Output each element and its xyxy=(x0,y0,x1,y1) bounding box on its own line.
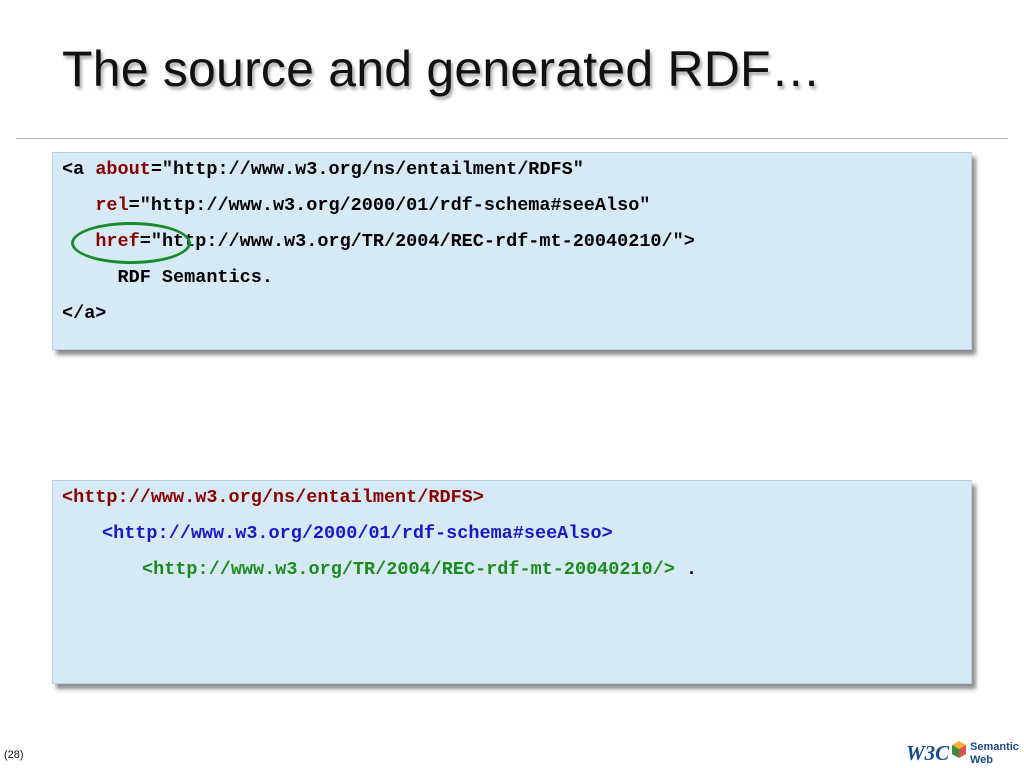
anchor-open-tag: <a xyxy=(62,159,96,180)
indent xyxy=(62,231,95,252)
rdf-subject: <http://www.w3.org/ns/entailment/RDFS> xyxy=(62,487,484,508)
html-line-5: </a> xyxy=(62,303,107,324)
about-value: ="http://www.w3.org/ns/entailment/RDFS" xyxy=(150,159,584,180)
w3c-logo-text: W3C xyxy=(906,741,950,765)
w3c-semantic-web-logo: W3C Semantic Web xyxy=(906,741,1019,766)
html-line-2: rel="http://www.w3.org/2000/01/rdf-schem… xyxy=(62,194,650,218)
web-label: Web xyxy=(970,754,993,766)
rdf-predicate: <http://www.w3.org/2000/01/rdf-schema#se… xyxy=(102,523,613,544)
rdf-terminator: . xyxy=(674,559,698,580)
rel-attribute: rel xyxy=(95,195,129,216)
semantic-label: Semantic xyxy=(970,741,1019,753)
html-line-4: RDF Semantics. xyxy=(62,267,273,288)
title-divider xyxy=(16,138,1008,139)
slide-title: The source and generated RDF… xyxy=(62,41,821,97)
href-value: ="http://www.w3.org/TR/2004/REC-rdf-mt-2… xyxy=(139,231,695,252)
html-source-box: <a about="http://www.w3.org/ns/entailmen… xyxy=(52,152,972,350)
rdf-object: <http://www.w3.org/TR/2004/REC-rdf-mt-20… xyxy=(142,559,675,580)
rel-value: ="http://www.w3.org/2000/01/rdf-schema#s… xyxy=(128,195,651,216)
html-line-3: href="http://www.w3.org/TR/2004/REC-rdf-… xyxy=(62,230,695,254)
page-number: (28) xyxy=(4,749,24,761)
html-line-1: <a about="http://www.w3.org/ns/entailmen… xyxy=(62,158,584,182)
indent xyxy=(62,195,95,216)
semantic-web-cube-icon xyxy=(952,741,966,758)
generated-rdf-box: <http://www.w3.org/ns/entailment/RDFS> <… xyxy=(52,480,972,684)
href-attribute: href xyxy=(95,231,140,252)
rdf-object-line: <http://www.w3.org/TR/2004/REC-rdf-mt-20… xyxy=(142,558,697,582)
about-attribute: about xyxy=(95,159,151,180)
